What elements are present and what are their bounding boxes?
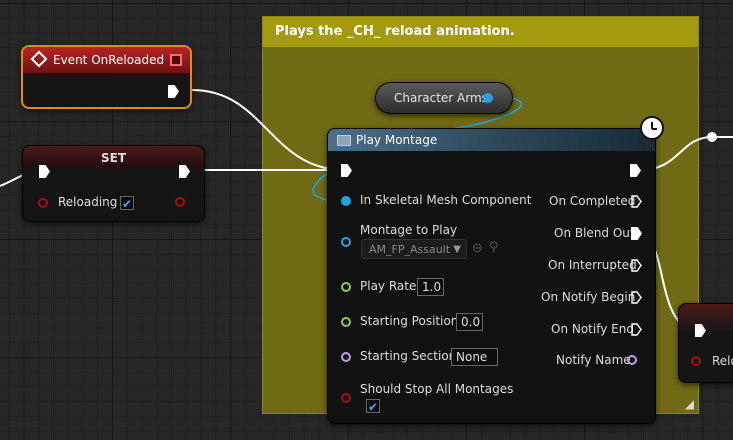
resize-grip-icon[interactable]: ◢ xyxy=(684,397,694,411)
pm-play-rate-label: Play Rate xyxy=(360,279,417,293)
play-montage-node[interactable]: Play Montage xyxy=(327,128,656,424)
play-montage-title: Play Montage xyxy=(356,133,438,147)
set-node-title: SET xyxy=(23,146,204,171)
comment-header[interactable]: Plays the _CH_ reload animation. xyxy=(263,17,698,47)
montage-dropdown-value: AM_FP_Assault xyxy=(369,243,451,256)
pm-notify-name-label: Notify Name xyxy=(556,353,631,367)
character-arms-label: Character Arms xyxy=(394,91,488,105)
latent-clock-icon xyxy=(640,116,664,140)
pm-on-notify-end-label: On Notify End xyxy=(551,322,634,336)
event-diamond-icon xyxy=(30,50,48,68)
pm-on-interrupted-pin[interactable] xyxy=(631,259,642,272)
event-exec-out-pin[interactable] xyxy=(168,85,179,98)
pm-starting-section-label: Starting Section xyxy=(360,349,457,363)
pm-play-rate-pin[interactable] xyxy=(341,282,351,292)
pm-on-completed-pin[interactable] xyxy=(631,195,642,208)
pm-on-interrupted-label: On Interrupted xyxy=(548,258,637,272)
right-node-label: Relo xyxy=(712,354,733,368)
pm-on-notify-end-pin[interactable] xyxy=(631,323,642,336)
delegate-pin-icon[interactable] xyxy=(170,54,182,66)
pm-starting-section-pin[interactable] xyxy=(341,352,351,362)
montage-icon xyxy=(337,135,351,146)
pm-on-notify-begin-label: On Notify Begin xyxy=(541,290,636,304)
chevron-down-icon: ▼ xyxy=(453,244,461,255)
pm-exec-in-pin[interactable] xyxy=(341,164,352,177)
pm-skeletal-pin[interactable] xyxy=(341,196,351,206)
right-bool-pin[interactable] xyxy=(691,356,701,366)
character-arms-node[interactable]: Character Arms xyxy=(375,82,513,114)
pm-montage-label: Montage to Play xyxy=(360,223,458,237)
use-selected-icon[interactable]: ⊖ xyxy=(472,241,483,256)
stop-all-checkbox[interactable]: ✔ xyxy=(366,399,380,414)
montage-dropdown[interactable]: AM_FP_Assault ▼ xyxy=(361,239,467,259)
pm-stop-all-label: Should Stop All Montages xyxy=(360,382,514,396)
event-onreloaded-node[interactable]: Event OnReloaded xyxy=(21,45,192,109)
set-reloading-in-pin[interactable] xyxy=(38,198,48,208)
right-exec-in-pin[interactable] xyxy=(695,324,706,337)
right-set-node[interactable] xyxy=(678,303,733,383)
pm-exec-out-pin[interactable] xyxy=(630,164,641,177)
character-arms-out-pin[interactable] xyxy=(483,93,493,103)
set-reloading-out-pin[interactable] xyxy=(175,197,185,207)
pm-on-blend-out-label: On Blend Out xyxy=(554,226,635,240)
pm-on-blend-out-pin[interactable] xyxy=(631,227,642,240)
pm-on-completed-label: On Completed xyxy=(549,194,636,208)
pm-skeletal-label: In Skeletal Mesh Component xyxy=(360,193,532,207)
pm-starting-position-label: Starting Position xyxy=(360,314,459,328)
pm-stop-all-pin[interactable] xyxy=(341,393,351,403)
set-exec-out-pin[interactable] xyxy=(179,165,190,178)
set-reloading-checkbox[interactable]: ✔ xyxy=(120,196,134,211)
set-exec-in-pin[interactable] xyxy=(39,165,50,178)
pm-on-notify-begin-pin[interactable] xyxy=(631,291,642,304)
event-node-title: Event OnReloaded xyxy=(53,53,165,67)
play-rate-input[interactable]: 1.0 xyxy=(417,278,444,296)
browse-search-icon[interactable]: ⚲ xyxy=(489,240,499,255)
pm-notify-name-pin[interactable] xyxy=(627,355,637,365)
pm-montage-pin[interactable] xyxy=(341,237,351,247)
pm-starting-position-pin[interactable] xyxy=(341,317,351,327)
set-reloading-label: Reloading xyxy=(58,195,118,209)
starting-position-input[interactable]: 0.0 xyxy=(456,313,483,331)
set-reloading-node[interactable]: SET Reloading ✔ xyxy=(22,145,205,222)
starting-section-input[interactable]: None xyxy=(451,348,498,366)
